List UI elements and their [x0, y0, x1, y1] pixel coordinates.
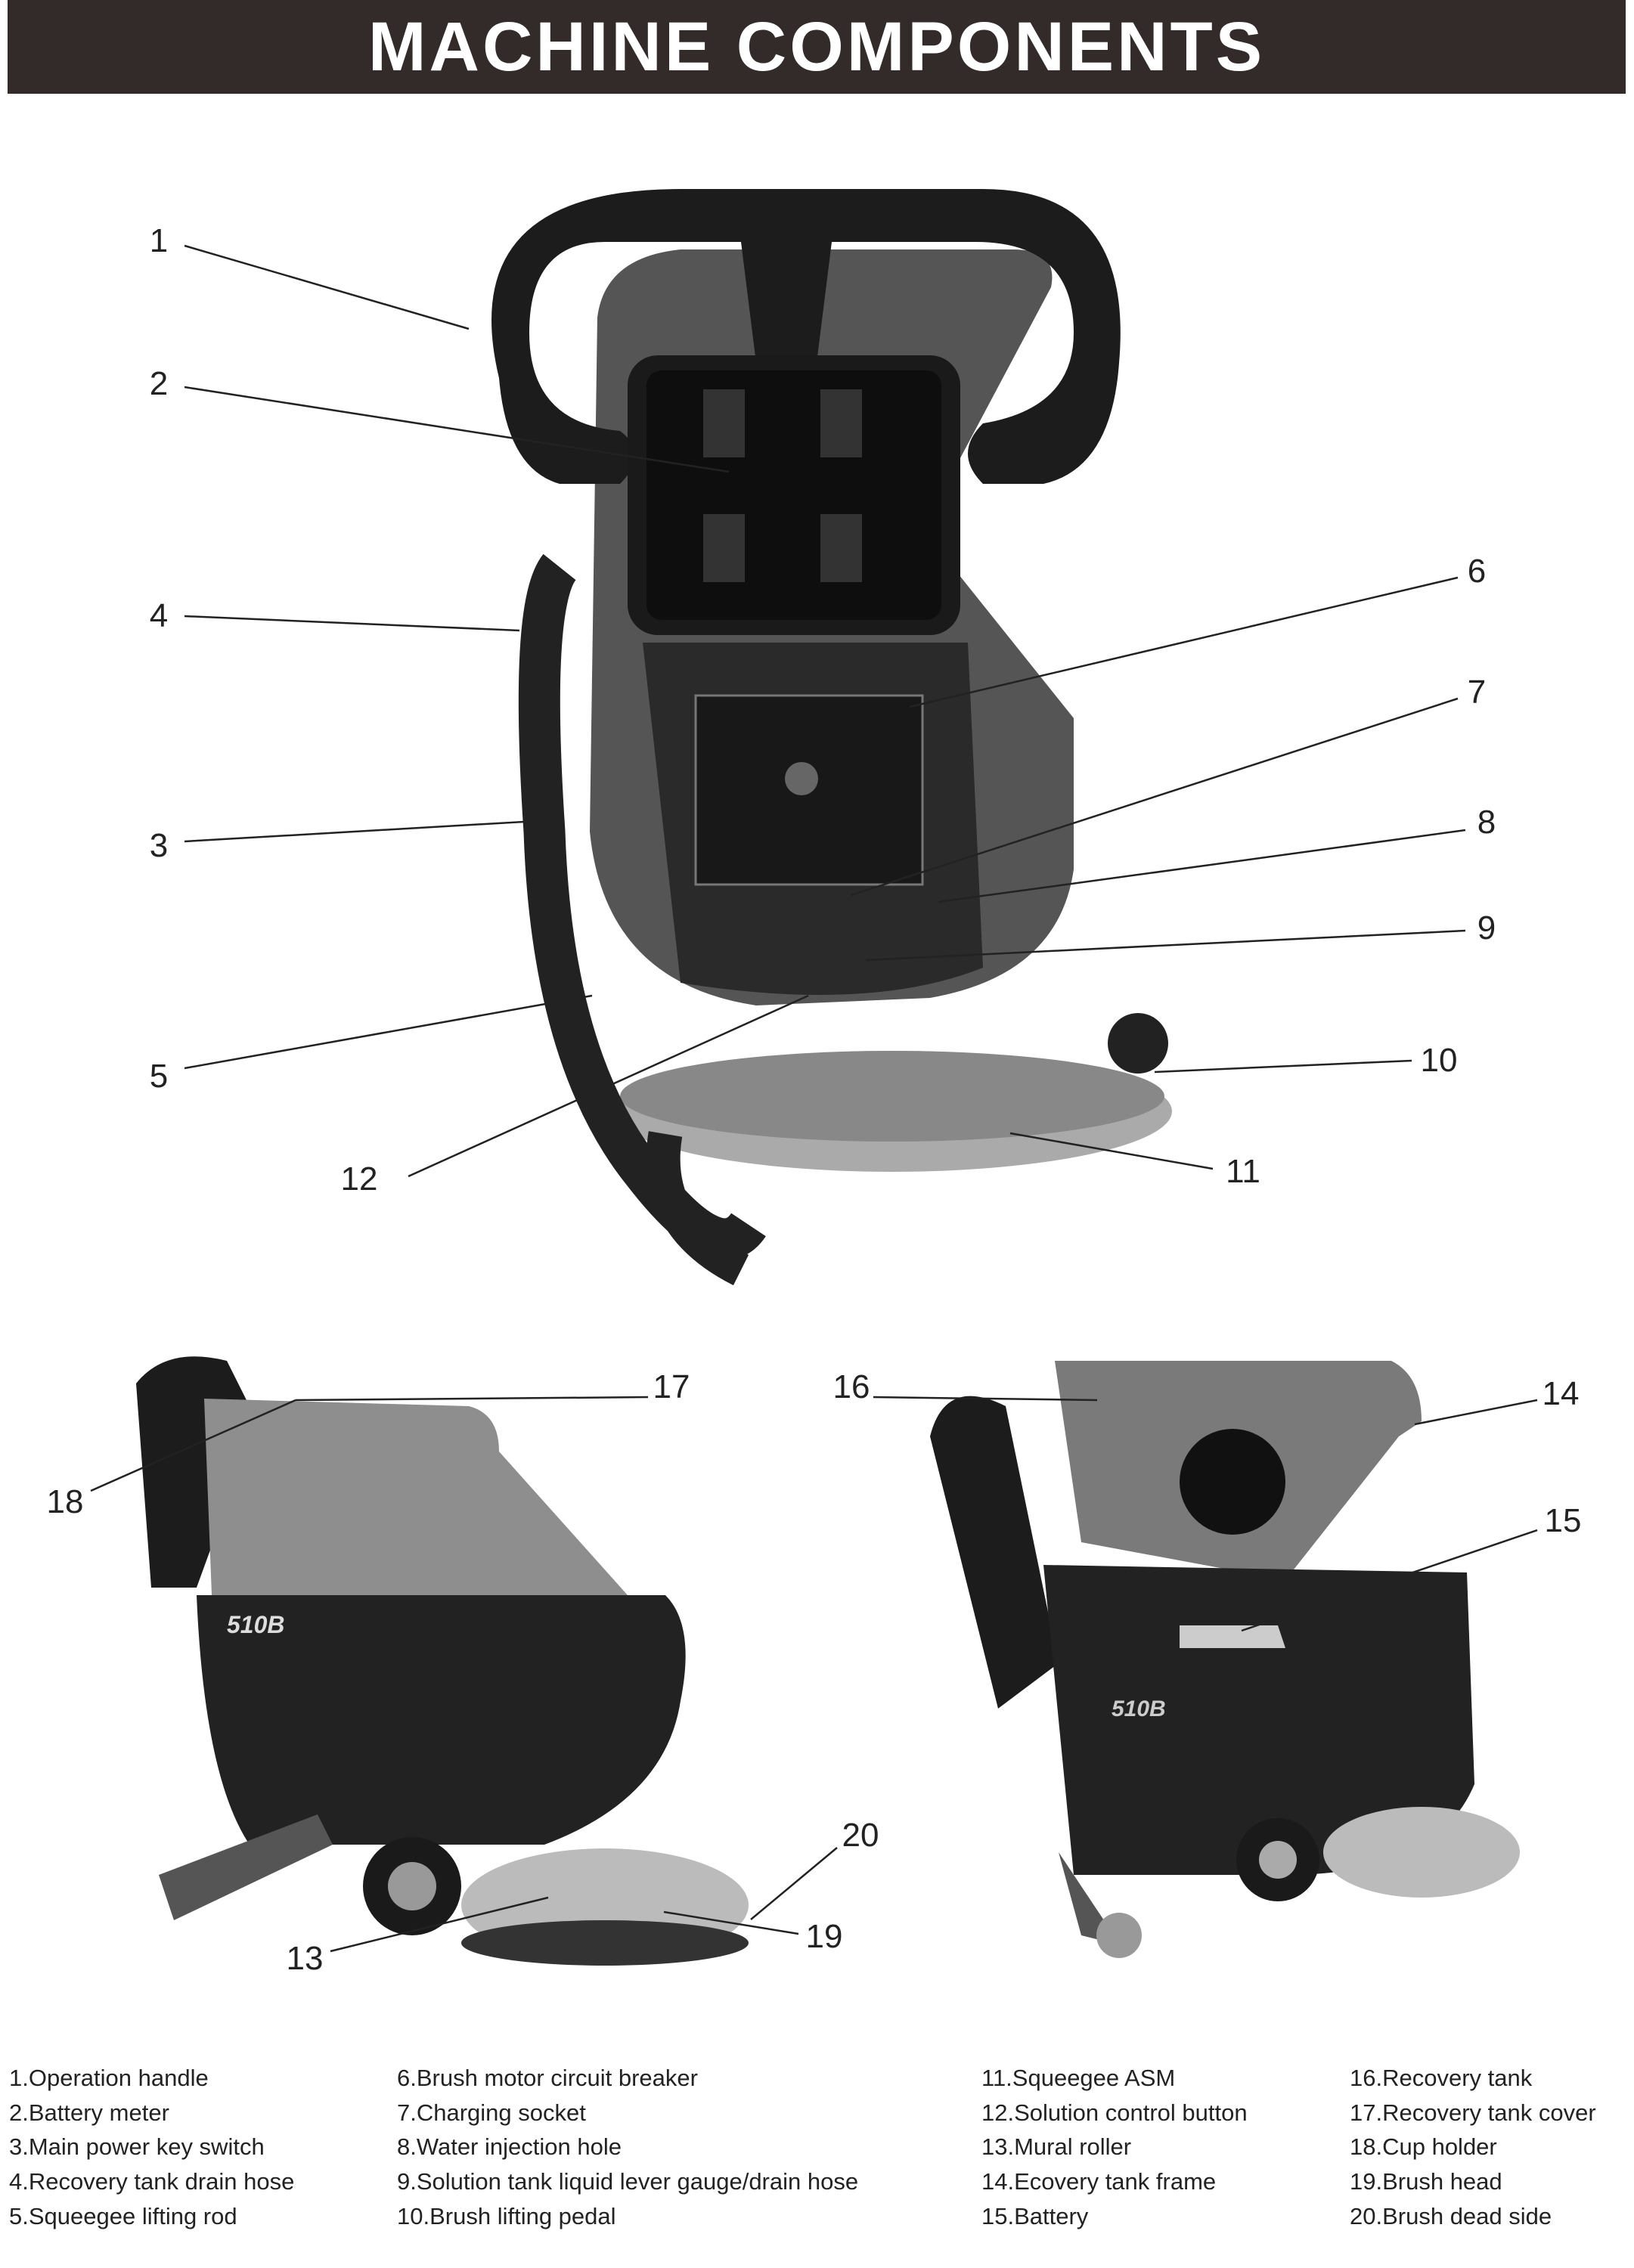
- legend-item: 12.Solution control button: [981, 2099, 1248, 2126]
- legend-item: 16.Recovery tank: [1350, 2065, 1533, 2091]
- legend-item: 7.Charging socket: [397, 2099, 586, 2126]
- callout-1: 1: [149, 222, 169, 259]
- callout-11: 11: [1226, 1153, 1260, 1190]
- legend-item: 5.Squeegee lifting rod: [9, 2203, 237, 2229]
- model-badge-right: 510B: [1112, 1696, 1166, 1721]
- callout-5: 5: [149, 1058, 169, 1095]
- legend-item: 10.Brush lifting pedal: [397, 2203, 616, 2229]
- callout-8: 8: [1477, 804, 1496, 841]
- callout-17: 17: [653, 1368, 690, 1405]
- legend-item: 19.Brush head: [1350, 2168, 1502, 2195]
- legend-item: 17.Recovery tank cover: [1350, 2099, 1596, 2126]
- legend-item: 15.Battery: [981, 2203, 1089, 2229]
- legend-item: 18.Cup holder: [1350, 2133, 1497, 2160]
- legend-item: 9.Solution tank liquid lever gauge/drain…: [397, 2168, 859, 2195]
- model-badge-left: 510B: [227, 1611, 285, 1638]
- legend-item: 14.Ecovery tank frame: [981, 2168, 1217, 2195]
- callout-19: 19: [805, 1918, 843, 1955]
- callout-7: 7: [1467, 674, 1487, 711]
- callout-9: 9: [1477, 909, 1496, 947]
- callout-13: 13: [286, 1940, 324, 1977]
- legend-item: 2.Battery meter: [9, 2099, 169, 2126]
- callout-3: 3: [149, 827, 169, 864]
- legend-item: 13.Mural roller: [981, 2133, 1132, 2160]
- callout-12: 12: [340, 1160, 378, 1198]
- callout-4: 4: [149, 597, 169, 634]
- leader-lines: [90, 244, 1538, 1953]
- callout-20: 20: [842, 1817, 879, 1854]
- callout-15: 15: [1544, 1502, 1582, 1539]
- legend-item: 20.Brush dead side: [1350, 2203, 1552, 2229]
- callout-16: 16: [833, 1368, 870, 1405]
- callout-18: 18: [46, 1483, 84, 1520]
- callout-6: 6: [1467, 553, 1487, 590]
- side-view-photo-right: 510B: [930, 1361, 1520, 1958]
- rear-view-photo: [491, 189, 1172, 1286]
- callout-14: 14: [1542, 1375, 1580, 1412]
- title-banner: MACHINE COMPONENTS: [8, 0, 1626, 94]
- callout-2: 2: [149, 365, 169, 402]
- legend-item: 4.Recovery tank drain hose: [9, 2168, 295, 2195]
- legend-item: 8.Water injection hole: [397, 2133, 622, 2160]
- legend-item: 11.Squeegee ASM: [981, 2065, 1176, 2091]
- legend-item: 6.Brush motor circuit breaker: [397, 2065, 698, 2091]
- legend-item: 3.Main power key switch: [9, 2133, 265, 2160]
- callout-10: 10: [1420, 1042, 1458, 1079]
- side-view-photo-left: 510B: [136, 1356, 749, 1966]
- legend-item: 1.Operation handle: [9, 2065, 209, 2091]
- page-title: MACHINE COMPONENTS: [367, 8, 1266, 85]
